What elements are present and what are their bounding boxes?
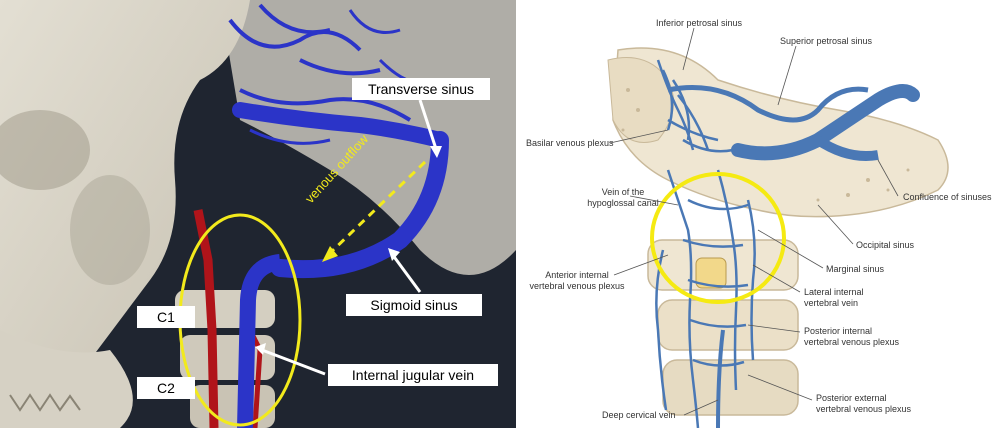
label-sigmoid-sinus: Sigmoid sinus [346, 294, 482, 316]
basilar-plexus-network [656, 59, 734, 153]
arrowhead-sigmoid [388, 248, 400, 261]
teeth [9, 393, 81, 412]
venous-outflow-arrowhead [322, 246, 338, 262]
superior-petrosal-sinus-vessel [667, 85, 869, 123]
arrow-jugular [261, 348, 326, 376]
dens [695, 257, 727, 289]
vertebra-r2 [657, 299, 799, 351]
deep-cervical-vein-vessel [716, 329, 725, 428]
arrowhead-transverse [430, 146, 442, 158]
internal-jugular-vessel [237, 254, 282, 428]
transverse-sinus-r [731, 84, 920, 161]
cortical-veins [228, 3, 412, 122]
vertebra-c3 [190, 385, 275, 428]
label-superior-petrosal-sinus: Superior petrosal sinus [780, 36, 873, 46]
bone-texture [621, 88, 910, 202]
panel-divider [516, 0, 518, 428]
label-posterior-external-plexus: Posterior external vertebral venous plex… [816, 393, 912, 414]
arrow-transverse [418, 99, 439, 153]
transverse-sinus-vessel [232, 102, 448, 148]
confluence-sinuses-vessel [815, 135, 879, 161]
orbit-shadow [0, 110, 90, 190]
mandible [0, 330, 133, 428]
label-marginal-sinus: Marginal sinus [826, 264, 885, 274]
label-c2: C2 [137, 377, 195, 399]
right-illustration: Inferior petrosal sinus Superior petrosa… [518, 0, 1000, 428]
right-illustration-drawing [607, 27, 949, 428]
left-render-illustration [0, 0, 516, 428]
skull-face [0, 0, 250, 410]
cranial-vault [220, 0, 516, 275]
label-basilar-venous-plexus: Basilar venous plexus [526, 138, 614, 148]
label-posterior-internal-plexus: Posterior internal vertebral venous plex… [804, 326, 900, 347]
label-internal-jugular-vein: Internal jugular vein [328, 364, 498, 386]
label-lateral-internal-vein: Lateral internal vertebral vein [804, 287, 864, 308]
cheek-shadow [70, 175, 150, 285]
label-vein-hypoglossal: Vein of the hypoglossal canal [587, 187, 659, 208]
label-occipital-sinus: Occipital sinus [856, 240, 915, 250]
craniovertebral-highlight-circle [650, 172, 786, 304]
left-3d-render: Transverse sinus Sigmoid sinus Internal … [0, 0, 516, 428]
skull-base-bone [612, 47, 949, 218]
label-inferior-petrosal-sinus: Inferior petrosal sinus [656, 18, 743, 28]
label-transverse-sinus: Transverse sinus [352, 78, 490, 100]
label-anterior-internal-plexus: Anterior internal vertebral venous plexu… [529, 270, 625, 291]
label-deep-cervical-vein: Deep cervical vein [602, 410, 676, 420]
vertebra-r3 [662, 359, 799, 416]
label-confluence-sinuses: Confluence of sinuses [903, 192, 992, 202]
arrow-sigmoid [390, 253, 422, 293]
leader-lines [609, 27, 899, 416]
label-c1: C1 [137, 306, 195, 328]
arrowhead-jugular [255, 343, 266, 355]
sigmoid-sinus-vessel [271, 131, 449, 279]
